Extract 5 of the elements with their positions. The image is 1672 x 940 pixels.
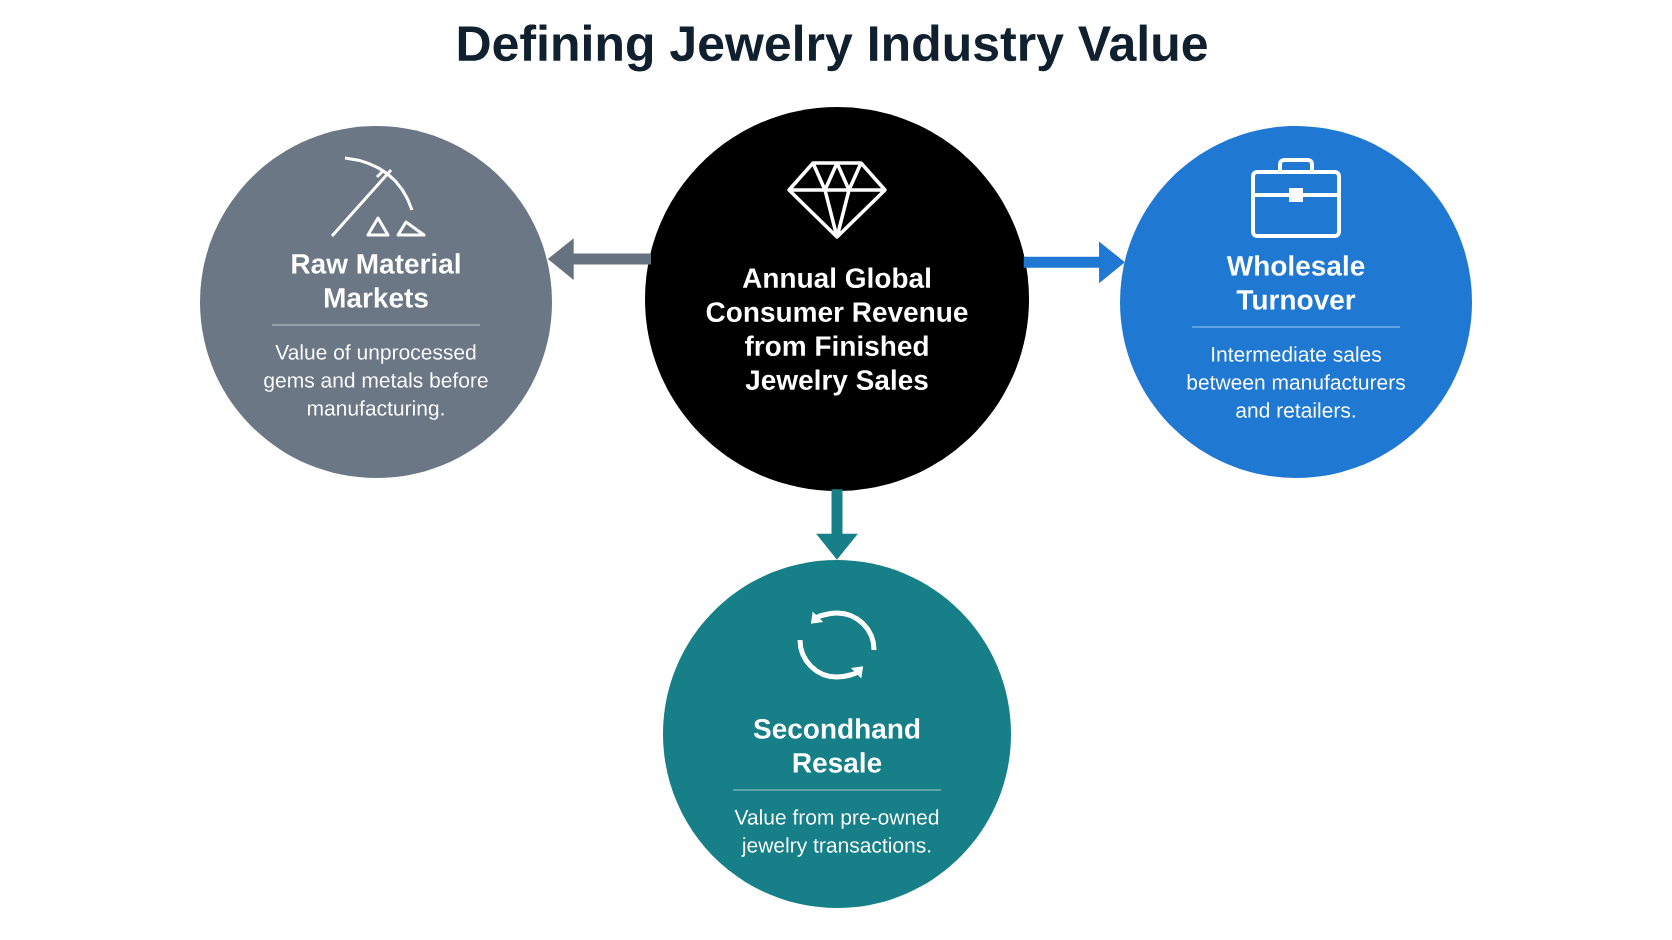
title: Defining Jewelry Industry Value: [458, 24, 1207, 72]
circle-node: Secondhand Resale Value from pre-owned jewelry transactions.: [663, 560, 1011, 908]
circle-node: Raw Material Markets Value of unprocessed gems and metals before manufacturing.: [200, 126, 552, 478]
circle-node: Annual Global Consumer Revenue from Finished Jewelry Sales: [645, 107, 1029, 491]
circle-node: Wholesale Turnover Intermediate sales between manufacturers and retailers.: [1120, 126, 1472, 478]
